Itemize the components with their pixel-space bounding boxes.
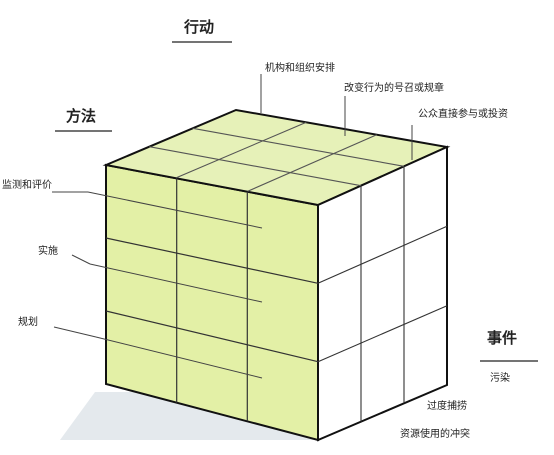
- right-horizontal-line: [317, 305, 448, 363]
- top-grid: [149, 121, 405, 192]
- right-label-resource-conflict: 资源使用的冲突: [400, 427, 470, 440]
- leader-line-left-3: [95, 336, 263, 379]
- leader-line-left-3: [53, 326, 97, 338]
- left-label-implementation: 实施: [38, 244, 58, 257]
- top-label-public-participation: 公众直接参与或投资: [418, 107, 508, 120]
- front-grid: [105, 178, 319, 422]
- right-label-pollution: 污染: [490, 371, 510, 384]
- axis-title-event: 事件: [487, 329, 517, 347]
- right-horizontal-line: [317, 225, 448, 284]
- axis-title-action: 行动: [183, 18, 214, 36]
- top-label-call-for-behavior-change: 改变行为的号召或规章: [344, 81, 444, 94]
- top-grid-line: [149, 146, 362, 187]
- right-grid: [317, 166, 448, 422]
- top-grid-line: [176, 121, 307, 179]
- right-label-overfishing: 过度捕捞: [427, 399, 467, 412]
- left-label-planning: 规划: [18, 315, 38, 328]
- leader-line-left-2: [71, 254, 91, 265]
- top-label-institutional-arrangements: 机构和组织安排: [265, 61, 335, 74]
- top-grid-line: [192, 127, 405, 167]
- leader-line-left-1: [87, 191, 263, 229]
- front-horizontal-line: [105, 310, 319, 363]
- left-label-monitoring: 监测和评价: [2, 178, 52, 191]
- leader-lines: [52, 74, 413, 379]
- leader-line-left-2: [89, 263, 263, 303]
- axis-title-method: 方法: [66, 107, 96, 125]
- front-horizontal-line: [105, 237, 319, 284]
- top-grid-line: [247, 134, 377, 192]
